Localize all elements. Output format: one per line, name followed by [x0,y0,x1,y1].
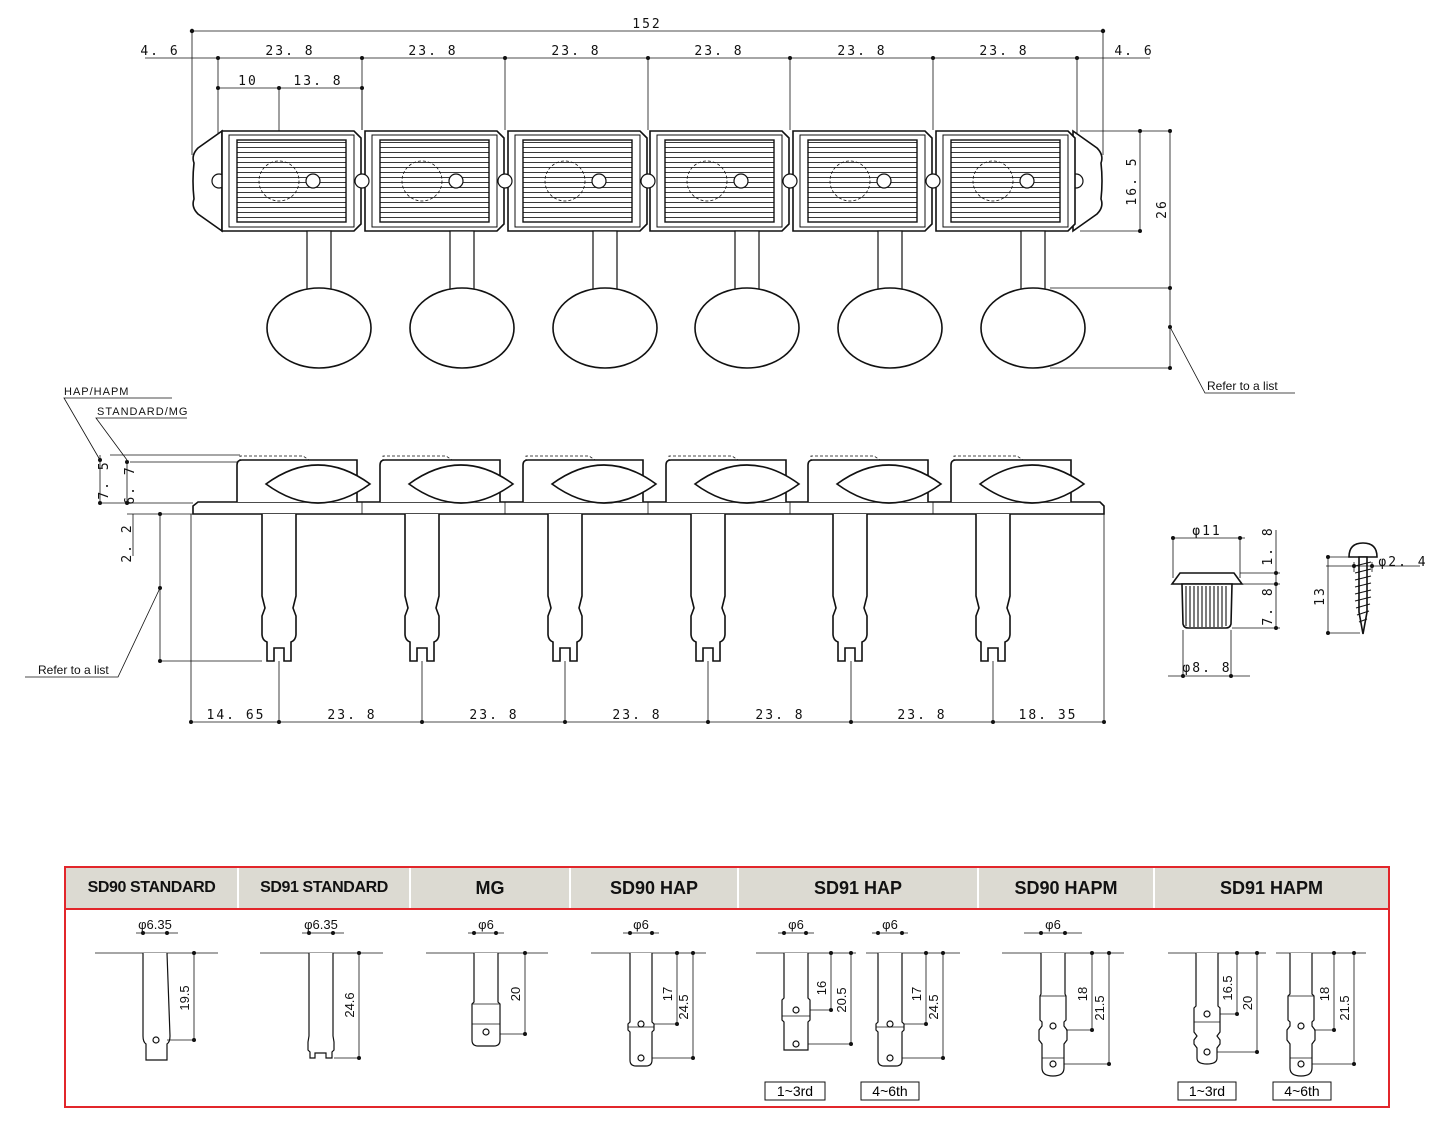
dim-7-5-label: 7. 5 [97,460,112,499]
header-sd91-hap: SD91 HAP [739,868,979,908]
length-label-short-2: 18 [1317,987,1332,1001]
total-height-label: 26 [1155,199,1170,219]
dia-label: φ6.35 [138,917,172,932]
table-body: φ6.35 19.5 φ6.35 24.6 φ6 [95,917,1366,1101]
side-unit-2 [379,455,515,662]
bushing-bottom-dia-label: φ8. 8 [1182,661,1231,676]
bottom-dim-7: 18. 35 [1019,708,1078,723]
top-refer-note: Refer to a list [1207,379,1278,393]
header-sd90-hapm: SD90 HAPM [979,868,1155,908]
dia-label-1: φ6 [788,917,804,932]
bottom-dim-2: 23. 8 [327,708,376,723]
header-mg: MG [411,868,571,908]
plate-height-label: 16. 5 [1125,156,1140,205]
side-refer-note: Refer to a list [38,663,109,677]
length-label-long-2: 21.5 [1337,995,1352,1020]
length-label-short-1: 16.5 [1220,975,1235,1000]
cell-mg: φ6 20 [426,917,548,1047]
side-unit-6 [950,455,1086,662]
length-label-short-2: 17 [909,987,924,1001]
post-variant-table: SD90 STANDARD SD91 STANDARD MG SD90 HAP … [64,866,1390,1108]
side-view-tuner-strip [192,455,1105,662]
hole-offset-label: 10 [238,74,258,89]
bottom-dim-5: 23. 8 [755,708,804,723]
dia-label-2: φ6 [882,917,898,932]
cell-sd91-standard: φ6.35 24.6 [260,917,383,1060]
tuner-unit-6 [935,130,1086,369]
screw-dia-label: φ2. 4 [1378,555,1427,570]
bottom-dim-1: 14. 65 [207,708,266,723]
pitch-label-1: 23. 8 [265,44,314,59]
tuner-unit-3 [507,130,658,369]
edge-left-label: 4. 6 [140,44,179,59]
bottom-dim-4: 23. 8 [612,708,661,723]
header-sd91-hapm: SD91 HAPM [1219,878,1324,898]
dim-2-2-label: 2. 2 [120,523,135,562]
pitch-label-3: 23. 8 [551,44,600,59]
side-unit-5 [807,455,943,662]
standard-label: STANDARD/MG [97,406,188,418]
tuner-unit-2 [364,130,515,369]
cell-sd91-hap: φ6 16 20.5 1~3rd φ6 [756,917,960,1101]
side-unit-1 [236,455,372,662]
pitch-label-6: 23. 8 [979,44,1028,59]
side-view-dimensions: HAP/HAPM STANDARD/MG 7. 5 6. 7 2. 2 Refe… [25,386,1106,724]
top-view-tuner-strip [192,129,1103,369]
dia-label: φ6 [478,917,494,932]
screw-detail: φ2. 4 13 [1313,542,1427,635]
screw-length-label: 13 [1313,586,1328,606]
cell-sd90-hapm: φ6 18 21.5 [1002,917,1124,1077]
tuner-unit-4 [649,130,800,369]
table-header: SD90 STANDARD SD91 STANDARD MG SD90 HAP … [66,868,1388,910]
bushing-detail: φ11 1. 8 7. 8 φ8. 8 [1168,524,1280,678]
dia-label: φ6 [1045,917,1061,932]
top-view-dimensions: 152 4. 6 4. 6 23. 8 23. 8 23. 8 23. 8 23… [140,17,1295,394]
length-label: 24.6 [342,992,357,1017]
cell-sd90-hap: φ6 17 24.5 [591,917,706,1067]
length-label-short-1: 16 [814,981,829,995]
length-label-long: 24.5 [676,994,691,1019]
length-label-short: 18 [1075,987,1090,1001]
side-unit-4 [665,455,801,662]
hap-label: HAP/HAPM [64,386,129,398]
length-label-short: 17 [660,987,675,1001]
bushing-top-dia-label: φ11 [1192,524,1221,539]
tag-4-6th: 4~6th [1284,1083,1319,1099]
header-sd91-standard: SD91 STANDARD [239,868,411,908]
technical-drawing: 152 4. 6 4. 6 23. 8 23. 8 23. 8 23. 8 23… [25,17,1427,724]
bottom-dim-6: 23. 8 [897,708,946,723]
bushing-top-height-label: 1. 8 [1261,526,1276,565]
tuner-unit-5 [792,130,943,369]
tag-1-3rd: 1~3rd [1189,1083,1225,1099]
length-label: 20 [508,987,523,1001]
bottom-dim-3: 23. 8 [469,708,518,723]
tag-1-3rd: 1~3rd [777,1083,813,1099]
dim-6-7-label: 6. 7 [123,465,138,504]
cell-sd90-standard: φ6.35 19.5 [95,917,218,1061]
header-sd90-standard: SD90 STANDARD [66,868,239,908]
pitch-label-5: 23. 8 [837,44,886,59]
side-unit-3 [522,455,658,662]
overall-length-label: 152 [632,17,661,32]
cell-sd91-hapm: 16.5 20 1~3rd 18 21.5 4~6th [1168,951,1366,1101]
tuner-unit-1 [221,130,372,369]
pitch-label-2: 23. 8 [408,44,457,59]
length-label-long-1: 20 [1240,996,1255,1010]
header-sd90-hap: SD90 HAP [571,868,739,908]
length-label-long-2: 24.5 [926,994,941,1019]
dia-label: φ6 [633,917,649,932]
pitch-label-4: 23. 8 [694,44,743,59]
length-label-long-1: 20.5 [834,987,849,1012]
bushing-height-label: 7. 8 [1261,586,1276,625]
length-label-long: 21.5 [1092,995,1107,1020]
post-offset-label: 13. 8 [293,74,342,89]
length-label: 19.5 [177,985,192,1010]
dia-label: φ6.35 [304,917,338,932]
tag-4-6th: 4~6th [872,1083,907,1099]
edge-right-label: 4. 6 [1114,44,1153,59]
